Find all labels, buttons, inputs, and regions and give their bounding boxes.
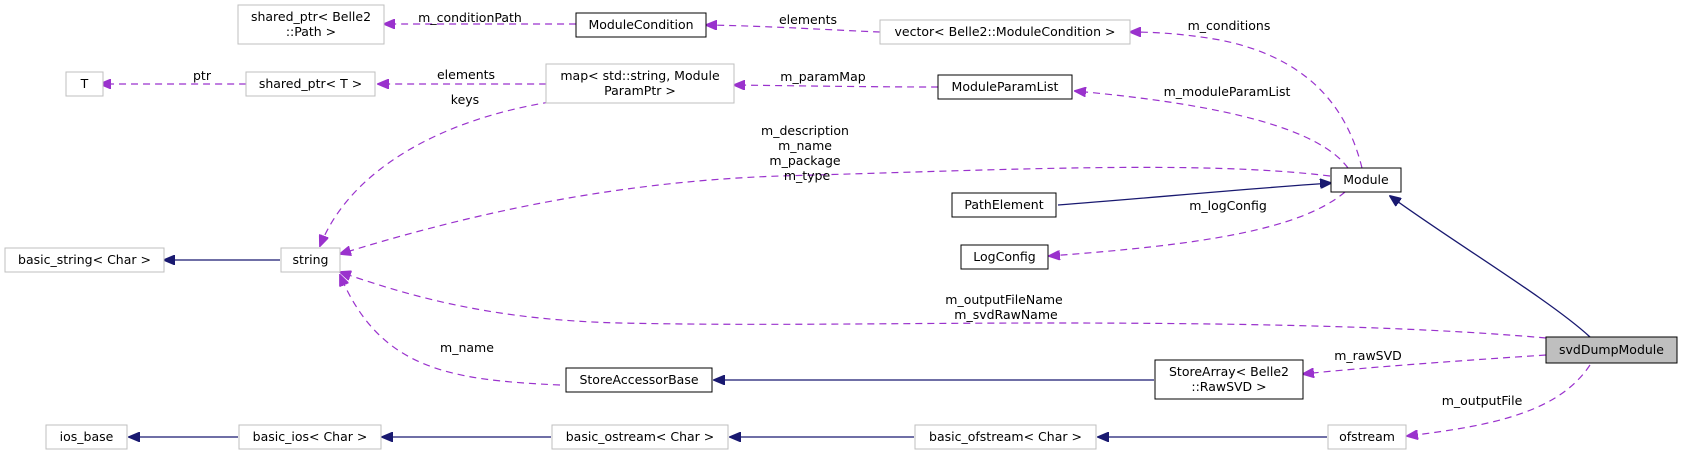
node-map-param[interactable]: map< std::string, Module ParamPtr >	[545, 63, 735, 104]
node-store-accessor-base[interactable]: StoreAccessorBase	[565, 367, 713, 393]
label-m-rawSVD: m_rawSVD	[1334, 348, 1402, 363]
node-ios-base[interactable]: ios_base	[45, 424, 128, 450]
svg-text:::RawSVD >: ::RawSVD >	[1191, 379, 1266, 394]
edge-elements-vector	[706, 25, 881, 33]
node-shared-ptr-path[interactable]: shared_ptr< Belle2 ::Path >	[237, 4, 385, 45]
edge-pathelement-module	[1057, 183, 1331, 206]
svg-text:ModuleParamList: ModuleParamList	[952, 79, 1059, 94]
edge-output-strings	[340, 272, 1547, 339]
edge-module-strings	[340, 166, 1331, 254]
node-path-element[interactable]: PathElement	[951, 192, 1057, 218]
svg-text:Module: Module	[1343, 172, 1389, 187]
label-keys: keys	[451, 92, 479, 107]
label-m-name: m_name	[440, 340, 494, 355]
svg-text:basic_ofstream< Char >: basic_ofstream< Char >	[929, 429, 1082, 444]
edge-m-conditions	[1130, 32, 1363, 169]
svg-text:T: T	[80, 76, 89, 91]
svg-text:ios_base: ios_base	[60, 429, 114, 444]
label-elements-map: elements	[437, 67, 495, 82]
node-string[interactable]: string	[280, 247, 341, 273]
edge-module-svddumpmodule	[1390, 196, 1591, 338]
node-store-array[interactable]: StoreArray< Belle2 ::RawSVD >	[1154, 359, 1304, 400]
edge-m-logConfig	[1049, 191, 1346, 256]
label-ptr: ptr	[193, 68, 212, 83]
node-basic-ofstream[interactable]: basic_ofstream< Char >	[914, 424, 1097, 450]
node-basic-ostream[interactable]: basic_ostream< Char >	[551, 424, 729, 450]
edge-m-name	[340, 275, 561, 386]
label-m-conditionPath: m_conditionPath	[418, 10, 522, 25]
label-module-strings: m_description m_name m_package m_type	[761, 123, 853, 183]
svg-text:basic_string< Char >: basic_string< Char >	[18, 252, 151, 267]
svg-text:string: string	[293, 252, 329, 267]
svg-text:basic_ostream< Char >: basic_ostream< Char >	[566, 429, 715, 444]
edges	[100, 24, 1591, 437]
svg-text:basic_ios< Char >: basic_ios< Char >	[253, 429, 368, 444]
edge-m-paramMap	[734, 85, 939, 87]
label-output-strings: m_outputFileName m_svdRawName	[945, 292, 1066, 322]
node-basic-ios[interactable]: basic_ios< Char >	[238, 424, 382, 450]
svg-text:shared_ptr< Belle2: shared_ptr< Belle2	[251, 9, 371, 24]
svg-text:StoreAccessorBase: StoreAccessorBase	[579, 372, 698, 387]
node-vector-module-condition[interactable]: vector< Belle2::ModuleCondition >	[879, 19, 1131, 45]
node-module-condition[interactable]: ModuleCondition	[575, 12, 707, 38]
svg-text:vector< Belle2::ModuleConditio: vector< Belle2::ModuleCondition >	[895, 24, 1116, 39]
svg-text:ModuleCondition: ModuleCondition	[588, 17, 693, 32]
svg-text:PathElement: PathElement	[964, 197, 1043, 212]
node-shared-ptr-t[interactable]: shared_ptr< T >	[245, 71, 376, 97]
node-module-param-list[interactable]: ModuleParamList	[937, 74, 1073, 100]
node-basic-string[interactable]: basic_string< Char >	[4, 247, 165, 273]
node-ofstream[interactable]: ofstream	[1327, 424, 1407, 450]
svg-text:LogConfig: LogConfig	[973, 249, 1035, 264]
svg-text:shared_ptr< T >: shared_ptr< T >	[259, 76, 362, 91]
node-t[interactable]: T	[65, 71, 104, 97]
nodes: shared_ptr< Belle2 ::Path > ModuleCondit…	[4, 4, 1678, 450]
label-m-conditions: m_conditions	[1188, 18, 1271, 33]
edge-keys	[320, 101, 551, 246]
label-elements-vector: elements	[779, 12, 837, 27]
svg-text:StoreArray< Belle2: StoreArray< Belle2	[1169, 364, 1289, 379]
svg-text:ofstream: ofstream	[1339, 429, 1395, 444]
edge-m-moduleParamList	[1075, 91, 1349, 169]
svg-text:svdDumpModule: svdDumpModule	[1559, 342, 1664, 357]
edge-labels: m_conditionPath elements m_conditions pt…	[193, 10, 1523, 408]
node-module[interactable]: Module	[1330, 167, 1402, 193]
label-m-outputFile: m_outputFile	[1442, 393, 1523, 408]
node-log-config[interactable]: LogConfig	[960, 244, 1049, 270]
svg-text:::Path >: ::Path >	[286, 24, 336, 39]
svg-text:map< std::string, Module: map< std::string, Module	[560, 68, 720, 83]
edge-m-outputFile	[1407, 364, 1591, 436]
svg-text:ParamPtr >: ParamPtr >	[604, 83, 676, 98]
label-m-moduleParamList: m_moduleParamList	[1164, 84, 1291, 99]
label-m-paramMap: m_paramMap	[780, 69, 865, 84]
edge-m-rawSVD	[1303, 354, 1547, 374]
node-svd-dump-module[interactable]: svdDumpModule	[1545, 336, 1678, 364]
label-m-logConfig: m_logConfig	[1189, 198, 1267, 213]
